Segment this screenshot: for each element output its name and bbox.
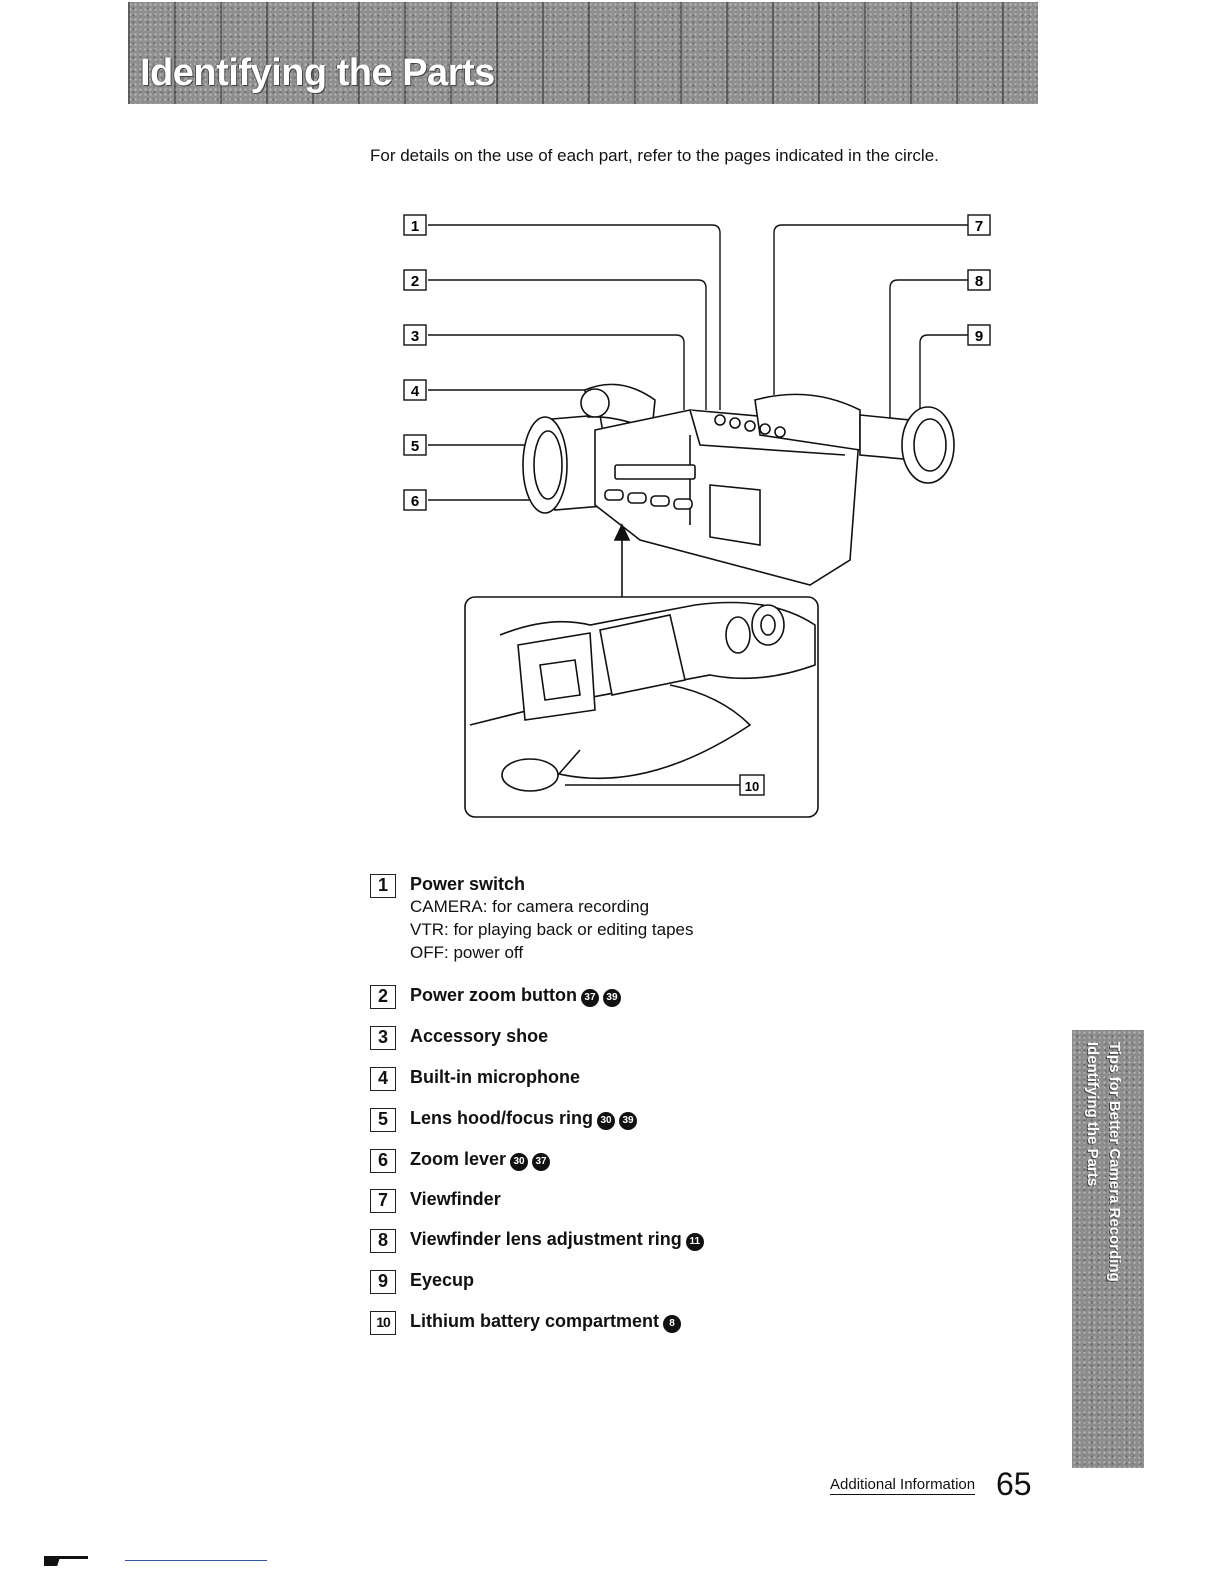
leader-7 — [773, 224, 968, 395]
part-desc-line: CAMERA: for camera recording — [410, 897, 650, 916]
leader-2 — [428, 279, 707, 410]
page-ref-badge: 11 — [685, 1233, 704, 1251]
part-number: 3 — [370, 1026, 396, 1050]
header-band — [128, 2, 1038, 104]
camcorder-diagram: 1 2 3 4 5 6 7 8 9 10 — [403, 214, 991, 818]
page-ref-badge: 8 — [663, 1315, 682, 1333]
callout-label-4: 4 — [411, 383, 420, 400]
leader-8 — [889, 279, 968, 430]
page-ref-badge: 39 — [619, 1112, 637, 1130]
page-ref-badge: 30 — [510, 1153, 529, 1171]
corner-mark — [44, 1556, 88, 1566]
part-desc-line: VTR: for playing back or editing tapes — [410, 920, 694, 939]
callout-label-6: 6 — [411, 493, 419, 510]
page-title: Identifying the Parts — [140, 52, 495, 94]
part-number: 7 — [370, 1189, 396, 1213]
part-number: 9 — [370, 1270, 396, 1294]
callout-label-7: 7 — [975, 218, 983, 235]
page-ref-badge: 39 — [602, 989, 621, 1007]
part-number: 6 — [370, 1149, 396, 1173]
callout-label-2: 2 — [411, 273, 419, 290]
section-side-tab: Tips for Better Camera Recording Identif… — [1072, 1030, 1144, 1468]
intro-text: For details on the use of each part, ref… — [370, 146, 939, 165]
part-title: Built-in microphone — [410, 1067, 580, 1087]
page-ref-badge: 37 — [532, 1153, 551, 1171]
callout-label-8: 8 — [975, 273, 983, 290]
footer-section-label: Additional Information — [830, 1476, 976, 1495]
leader-1 — [428, 224, 721, 410]
side-tab-text-primary: Tips for Better Camera Recording — [1106, 1042, 1123, 1282]
part-number: 2 — [370, 985, 396, 1009]
part-number: 4 — [370, 1067, 396, 1091]
part-title: Eyecup — [410, 1270, 475, 1290]
leader-9 — [919, 334, 968, 430]
callout-label-3: 3 — [411, 328, 419, 345]
callout-label-1: 1 — [411, 218, 419, 235]
part-number: 8 — [370, 1229, 396, 1253]
page-number: 65 — [996, 1466, 1032, 1502]
part-number: 10 — [370, 1311, 396, 1335]
part-number: 5 — [370, 1108, 396, 1132]
part-desc-line: OFF: power off — [410, 943, 524, 962]
corner-rule — [125, 1560, 267, 1561]
page-ref-badge: 30 — [597, 1112, 615, 1130]
callout-label-9: 9 — [975, 328, 983, 345]
part-title: Accessory shoe — [410, 1026, 549, 1046]
side-tab-text-secondary: Identifying the Parts — [1084, 1042, 1101, 1187]
callout-label-5: 5 — [411, 438, 419, 455]
callout-boxes: 1 2 3 4 5 6 7 8 9 10 — [403, 214, 991, 796]
leader-3 — [428, 334, 685, 410]
part-number: 1 — [370, 874, 396, 898]
part-title: Viewfinder — [410, 1189, 501, 1209]
part-title: Power switch — [410, 874, 526, 894]
callout-label-10: 10 — [745, 779, 759, 794]
page-ref-badge: 37 — [580, 989, 599, 1007]
